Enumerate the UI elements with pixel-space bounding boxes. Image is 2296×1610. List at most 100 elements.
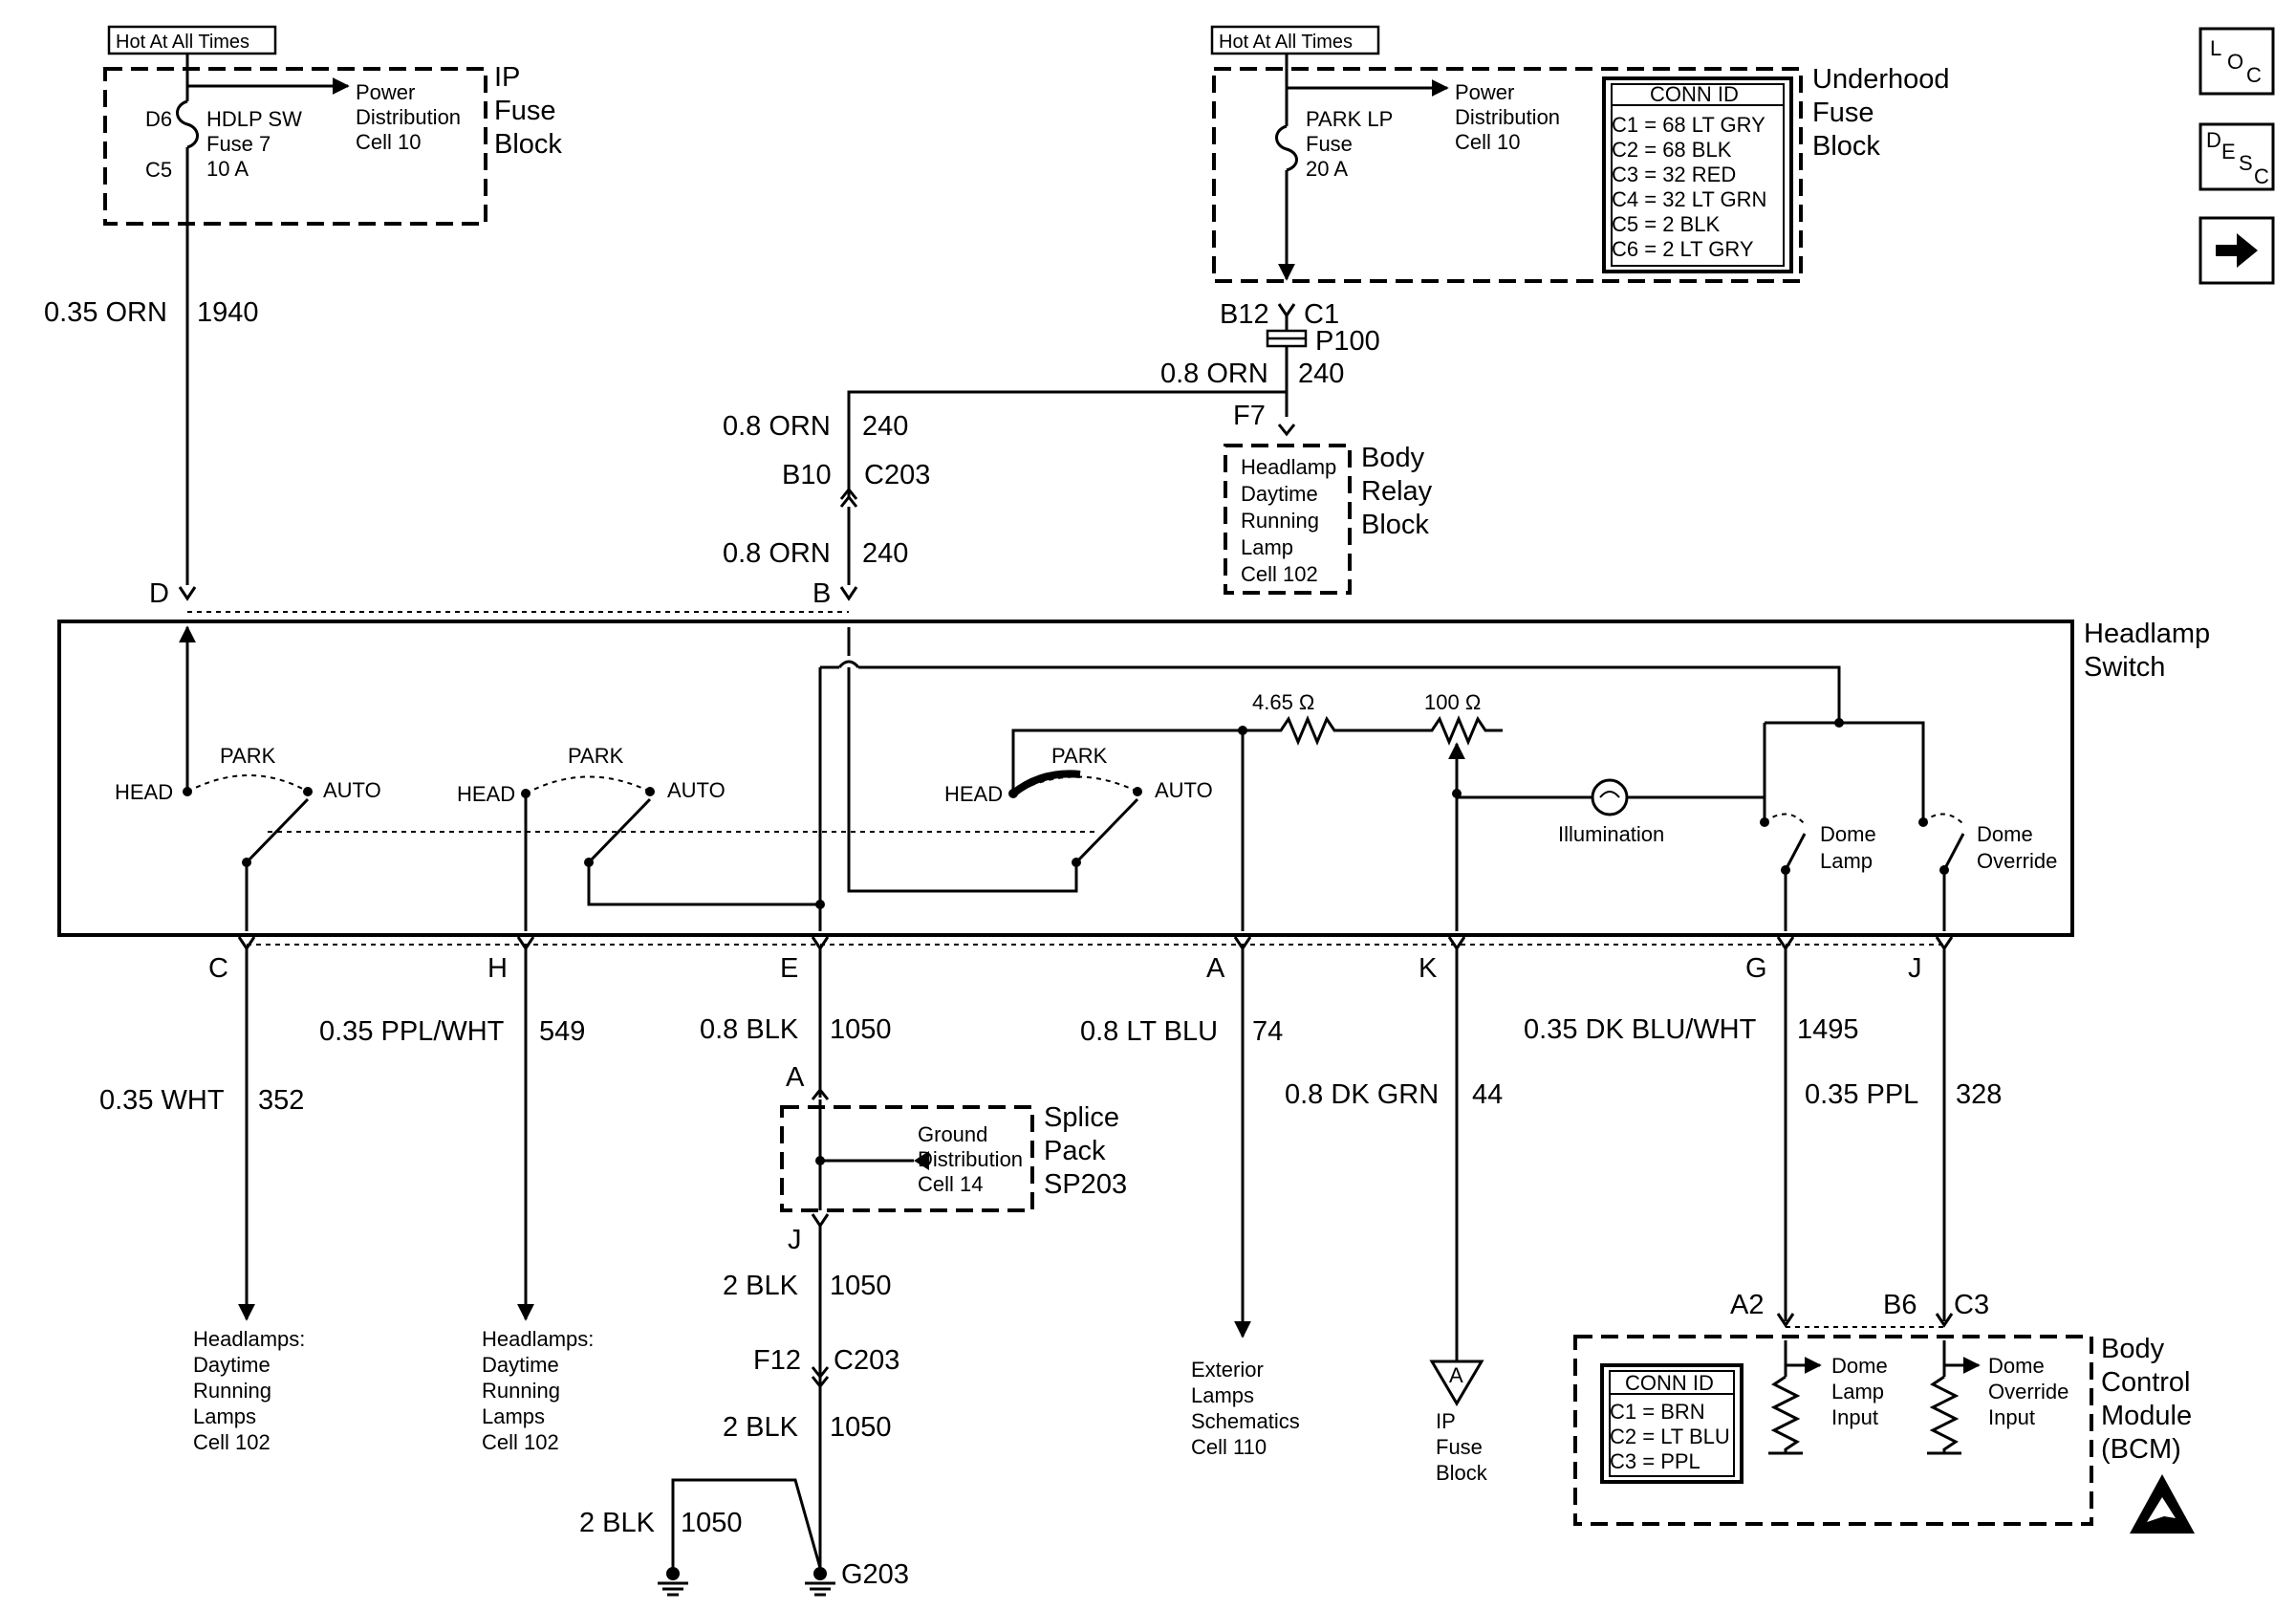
svg-text:Fuse: Fuse	[1812, 98, 1874, 128]
svg-text:Dome: Dome	[1820, 822, 1876, 846]
connector-b12: B12	[1220, 299, 1269, 330]
headlamp-switch-title: Headlamp Switch	[2084, 619, 2210, 683]
ip-fuse-block-box	[103, 67, 487, 226]
svg-text:Distribution: Distribution	[918, 1147, 1023, 1171]
svg-text:Switch: Switch	[2084, 652, 2165, 683]
body-relay-block-box	[1224, 444, 1352, 595]
svg-text:PARK LP: PARK LP	[1306, 107, 1393, 131]
svg-text:Cell 14: Cell 14	[918, 1172, 983, 1196]
svg-text:Override: Override	[1977, 849, 2057, 873]
svg-text:K: K	[1419, 953, 1438, 984]
wire-1050-c-color: 2 BLK	[723, 1412, 799, 1443]
svg-text:C3 = 32 RED: C3 = 32 RED	[1612, 163, 1736, 186]
svg-text:Distribution: Distribution	[356, 105, 461, 129]
svg-text:Schematics: Schematics	[1191, 1409, 1300, 1433]
headlamps-destination-2: Headlamps: Daytime Running Lamps Cell 10…	[482, 1327, 594, 1454]
bcm-pin-b6: B6	[1883, 1290, 1917, 1320]
resistor-100	[1405, 715, 1503, 746]
svg-text:Headlamps:: Headlamps:	[193, 1327, 305, 1351]
exterior-lamps-destination: Exterior Lamps Schematics Cell 110	[1191, 1358, 1300, 1459]
svg-text:C4 = 32 LT GRN: C4 = 32 LT GRN	[1612, 187, 1766, 211]
splice-pin-j: J	[788, 1225, 802, 1255]
svg-text:Fuse 7: Fuse 7	[206, 132, 271, 156]
description-icon[interactable]: D E S C	[2199, 122, 2275, 191]
wire-352-number: 352	[258, 1085, 304, 1116]
svg-text:PARK: PARK	[568, 744, 624, 768]
svg-text:Relay: Relay	[1361, 476, 1433, 507]
svg-text:Hot At All Times: Hot At All Times	[116, 32, 249, 53]
ground-g203-label: G203	[841, 1559, 909, 1590]
svg-text:Pack: Pack	[1044, 1136, 1106, 1166]
svg-text:20 A: 20 A	[1306, 157, 1348, 181]
wire-1050-b-color: 2 BLK	[723, 1271, 799, 1301]
svg-text:Input: Input	[1831, 1405, 1878, 1429]
svg-text:Cell 102: Cell 102	[193, 1430, 271, 1454]
connector-f7: F7	[1233, 401, 1266, 431]
svg-text:Splice: Splice	[1044, 1102, 1119, 1133]
wire-240-mid-color: 0.8 ORN	[723, 411, 831, 442]
wire-1050-a-color: 0.8 BLK	[700, 1014, 799, 1045]
svg-text:C3 = PPL: C3 = PPL	[1610, 1449, 1700, 1473]
svg-text:PARK: PARK	[220, 744, 276, 768]
wire-240-low-number: 240	[862, 538, 908, 569]
connector-p100-symbol	[1266, 329, 1308, 348]
svg-text:IP: IP	[494, 62, 520, 93]
illumination-lamp-icon	[1591, 778, 1629, 816]
switch-pin-b: B	[812, 578, 831, 609]
svg-text:CONN ID: CONN ID	[1650, 82, 1739, 106]
svg-text:Dome: Dome	[1977, 822, 2033, 846]
location-icon[interactable]: L O C	[2199, 27, 2275, 96]
hot-at-all-times-label-2: Hot At All Times	[1210, 25, 1380, 55]
wire-240-top-color: 0.8 ORN	[1160, 359, 1268, 389]
svg-text:AUTO: AUTO	[323, 778, 381, 802]
svg-text:Lamp: Lamp	[1241, 535, 1293, 559]
svg-text:J: J	[1908, 953, 1922, 984]
underhood-fuse-block-box	[1212, 67, 1803, 283]
svg-text:AUTO: AUTO	[667, 778, 726, 802]
svg-text:Lamps: Lamps	[1191, 1383, 1254, 1407]
wire-240-mid-number: 240	[862, 411, 908, 442]
wire-240-low-color: 0.8 ORN	[723, 538, 831, 569]
svg-text:Daytime: Daytime	[482, 1353, 559, 1377]
next-arrow-icon[interactable]	[2199, 216, 2275, 285]
splice-pin-a: A	[786, 1062, 805, 1093]
svg-text:HDLP SW: HDLP SW	[206, 107, 302, 131]
svg-text:Block: Block	[1436, 1461, 1488, 1485]
svg-text:Daytime: Daytime	[193, 1353, 271, 1377]
svg-text:SP203: SP203	[1044, 1169, 1127, 1200]
svg-text:C5 = 2 BLK: C5 = 2 BLK	[1612, 212, 1720, 236]
svg-text:Body: Body	[2101, 1334, 2165, 1364]
svg-text:HEAD: HEAD	[944, 782, 1003, 806]
svg-text:Hot At All Times: Hot At All Times	[1219, 32, 1353, 53]
svg-text:Power: Power	[1455, 80, 1514, 104]
park-lp-fuse-symbol	[1275, 124, 1298, 172]
svg-text:Headlamp: Headlamp	[1241, 455, 1336, 479]
svg-text:Daytime: Daytime	[1241, 482, 1318, 506]
svg-text:C: C	[2246, 63, 2262, 87]
svg-text:Ground: Ground	[918, 1122, 987, 1146]
svg-text:10 A: 10 A	[206, 157, 249, 181]
svg-text:Block: Block	[494, 129, 562, 160]
svg-text:S: S	[2239, 151, 2253, 175]
svg-text:Cell 102: Cell 102	[482, 1430, 559, 1454]
wire-1050-b-number: 1050	[830, 1271, 892, 1301]
svg-text:E: E	[780, 953, 798, 984]
wire-44-number: 44	[1472, 1079, 1503, 1110]
wire-1050-d-color: 2 BLK	[579, 1508, 656, 1538]
svg-text:HEAD: HEAD	[457, 782, 515, 806]
bcm-box	[1573, 1335, 2093, 1526]
bcm-resistor-1	[1770, 1375, 1801, 1453]
svg-text:Block: Block	[1361, 510, 1429, 540]
svg-text:100 Ω: 100 Ω	[1424, 690, 1481, 714]
connector-p100: P100	[1315, 326, 1380, 357]
svg-text:Headlamp: Headlamp	[2084, 619, 2210, 649]
body-relay-block-title: Body Relay Block	[1361, 443, 1433, 540]
splice-pack-title: Splice Pack SP203	[1044, 1102, 1127, 1200]
wire-44-color: 0.8 DK GRN	[1285, 1079, 1439, 1110]
wire-1050-d-number: 1050	[681, 1508, 743, 1538]
wire-240-top-number: 240	[1298, 359, 1344, 389]
resistor-4-65	[1243, 715, 1405, 746]
wire-352-color: 0.35 WHT	[99, 1085, 225, 1116]
svg-text:Override: Override	[1988, 1380, 2069, 1403]
